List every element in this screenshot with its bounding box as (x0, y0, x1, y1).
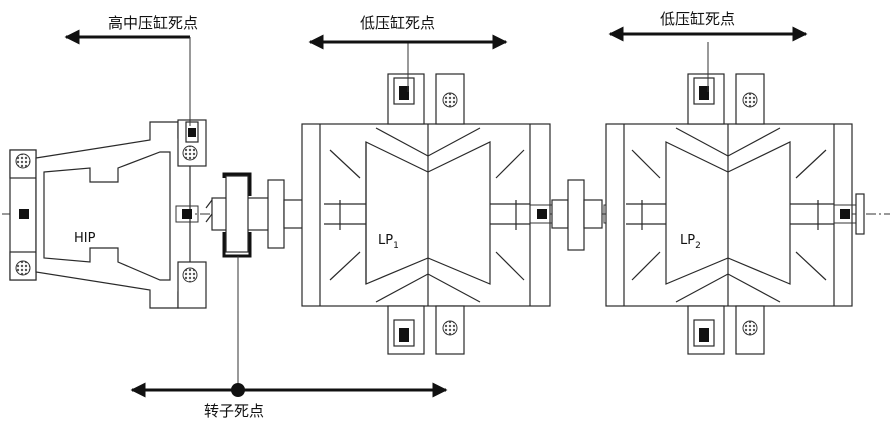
hip-casing (9, 119, 207, 309)
coupling-lp1-lp2 (551, 179, 627, 251)
lp1-label: LP1 (378, 233, 399, 251)
lp2-label: LP2 (680, 233, 701, 251)
lp1-deadpoint-label: 低压缸死点 (360, 14, 435, 32)
lp1-casing (301, 73, 553, 355)
hip-bolt-top-right (182, 145, 198, 161)
rotor-deadpoint-label: 转子死点 (204, 402, 264, 420)
hip-deadpoint-label: 高中压缸死点 (108, 14, 198, 32)
hip-bolt-bottom-left (15, 260, 31, 276)
hip-bolt-top-left (15, 153, 31, 169)
coupling-hip-lp1 (205, 172, 325, 258)
rotor-deadpoint-marker (231, 383, 245, 397)
hip-label: HIP (74, 231, 96, 246)
lp2-deadpoint-label: 低压缸死点 (660, 10, 735, 28)
hip-bolt-bottom-right (182, 267, 198, 283)
lp2-casing (605, 73, 865, 355)
